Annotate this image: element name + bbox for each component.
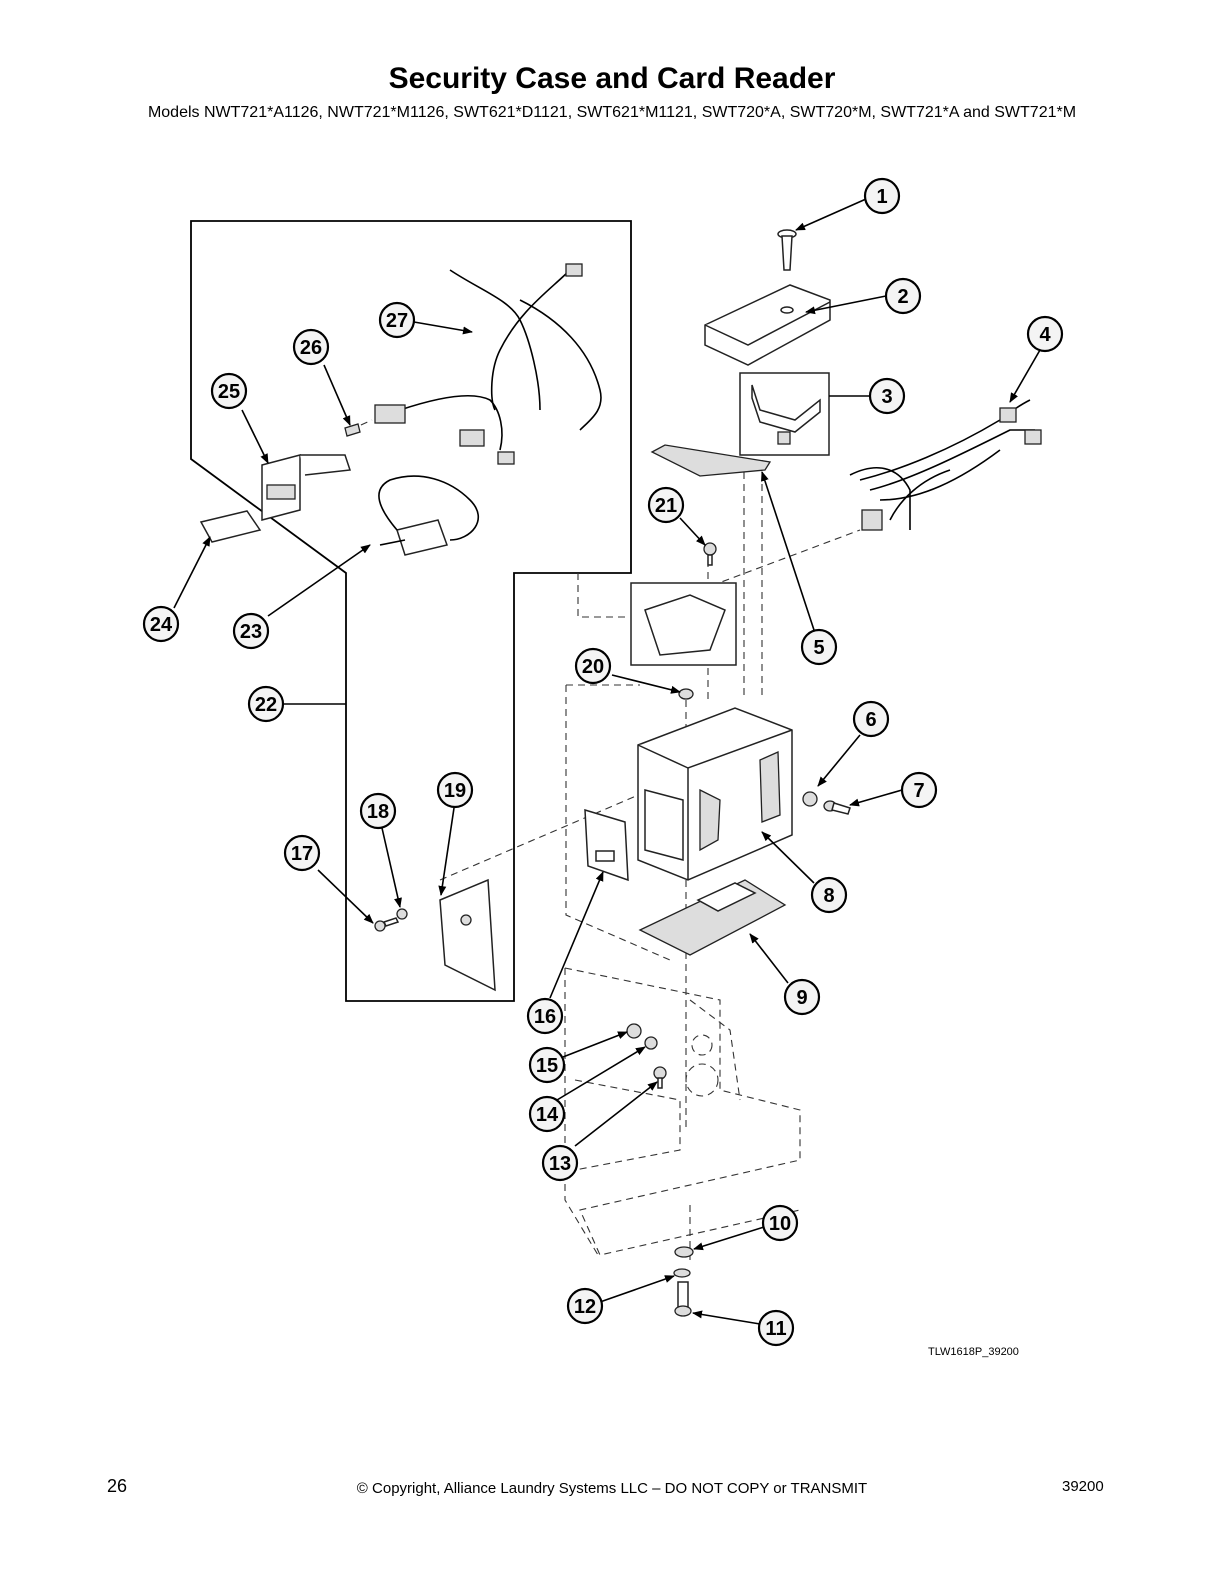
callout-26-label: 26 — [300, 337, 322, 359]
part-shield-5 — [650, 444, 772, 477]
connector-inset — [630, 582, 737, 666]
callout-5-label: 5 — [813, 637, 824, 659]
part-washer-14 — [644, 1036, 658, 1050]
callout-17-label: 17 — [291, 843, 313, 865]
callout-22-label: 22 — [255, 694, 277, 716]
callout-21-label: 21 — [655, 495, 677, 517]
part-power-adapter-23 — [378, 475, 479, 556]
callout-5: 5 — [800, 628, 838, 666]
callout-14-label: 14 — [536, 1104, 559, 1126]
callout-23-label: 23 — [240, 621, 262, 643]
page-number: 26 — [107, 1476, 128, 1496]
copyright-notice: © Copyright, Alliance Laundry Systems LL… — [356, 1480, 868, 1497]
part-screw-21 — [703, 542, 717, 566]
figure-code: TLW1618P_39200 — [928, 1346, 1019, 1358]
callout-26: 26 — [292, 328, 330, 366]
callout-13-label: 13 — [549, 1153, 571, 1175]
callout-6: 6 — [852, 700, 890, 738]
part-bushing-20 — [678, 688, 694, 700]
callout-18: 18 — [359, 792, 397, 830]
callout-20-label: 20 — [582, 656, 604, 678]
callout-3-label: 3 — [881, 386, 892, 408]
part-screw-1 — [777, 229, 797, 271]
part-cover-plate-2 — [704, 284, 831, 366]
callout-9: 9 — [783, 978, 821, 1016]
callout-1-label: 1 — [876, 186, 887, 208]
part-bracket-3 — [739, 372, 830, 456]
callout-17: 17 — [283, 834, 321, 872]
callout-15: 15 — [528, 1046, 566, 1084]
callout-7: 7 — [900, 771, 938, 809]
callout-8: 8 — [810, 876, 848, 914]
callout-9-label: 9 — [796, 987, 807, 1009]
part-card-24 — [199, 510, 262, 543]
callout-3: 3 — [868, 377, 906, 415]
callout-20: 20 — [574, 647, 612, 685]
callout-11-label: 11 — [765, 1318, 786, 1340]
leader-lines — [173, 198, 1041, 1325]
part-lock-washer-6 — [802, 791, 818, 807]
document-number: 39200 — [1062, 1478, 1104, 1495]
callout-19-label: 19 — [444, 780, 466, 802]
callout-1: 1 — [863, 177, 901, 215]
part-mounting-plate-19 — [439, 878, 496, 992]
callout-25-label: 25 — [218, 381, 240, 403]
callout-16-label: 16 — [534, 1006, 556, 1028]
part-security-case-8 — [637, 707, 793, 881]
callout-2: 2 — [884, 277, 922, 315]
callout-10-label: 10 — [769, 1213, 791, 1235]
callout-21: 21 — [647, 486, 685, 524]
machine-frame-outline — [564, 967, 801, 1256]
callout-10: 10 — [761, 1204, 799, 1242]
callout-13: 13 — [541, 1144, 579, 1182]
callout-25: 25 — [210, 372, 248, 410]
callout-24-label: 24 — [150, 614, 173, 636]
callout-19: 19 — [436, 771, 474, 809]
part-screw-13 — [653, 1066, 667, 1089]
part-bolt-11 — [674, 1281, 692, 1317]
part-wire-harness-4 — [849, 399, 1042, 531]
callout-4: 4 — [1026, 315, 1064, 353]
callout-2-label: 2 — [897, 286, 908, 308]
callout-8-label: 8 — [823, 885, 834, 907]
callout-23: 23 — [232, 612, 270, 650]
kit-inset-frame — [190, 220, 632, 1002]
callout-12-label: 12 — [574, 1296, 596, 1318]
callout-12: 12 — [566, 1287, 604, 1325]
callout-22: 22 — [247, 685, 285, 723]
models-subtitle: Models NWT721*A1126, NWT721*M1126, SWT62… — [147, 104, 1077, 121]
part-nut-15 — [626, 1023, 642, 1039]
callout-11: 11 — [757, 1309, 795, 1347]
callout-18-label: 18 — [367, 801, 389, 823]
callout-6-label: 6 — [865, 709, 876, 731]
part-washer-12 — [673, 1268, 691, 1278]
part-card-reader-25 — [261, 454, 352, 521]
part-screw-26 — [344, 423, 361, 437]
part-label-16 — [584, 808, 629, 882]
part-screw-7 — [823, 800, 851, 815]
callout-14: 14 — [528, 1095, 566, 1133]
callout-16: 16 — [526, 997, 564, 1035]
callout-27: 27 — [378, 301, 416, 339]
callout-15-label: 15 — [536, 1055, 558, 1077]
part-washer-10 — [674, 1246, 694, 1258]
page-title: Security Case and Card Reader — [388, 62, 836, 95]
callout-24: 24 — [142, 605, 180, 643]
part-gasket-9 — [638, 879, 787, 956]
callout-4-label: 4 — [1039, 324, 1051, 346]
part-screw-17 — [374, 917, 400, 932]
part-washer-18 — [396, 908, 408, 920]
callout-27-label: 27 — [386, 310, 408, 332]
callout-7-label: 7 — [913, 780, 924, 802]
part-harness-27 — [374, 263, 602, 465]
